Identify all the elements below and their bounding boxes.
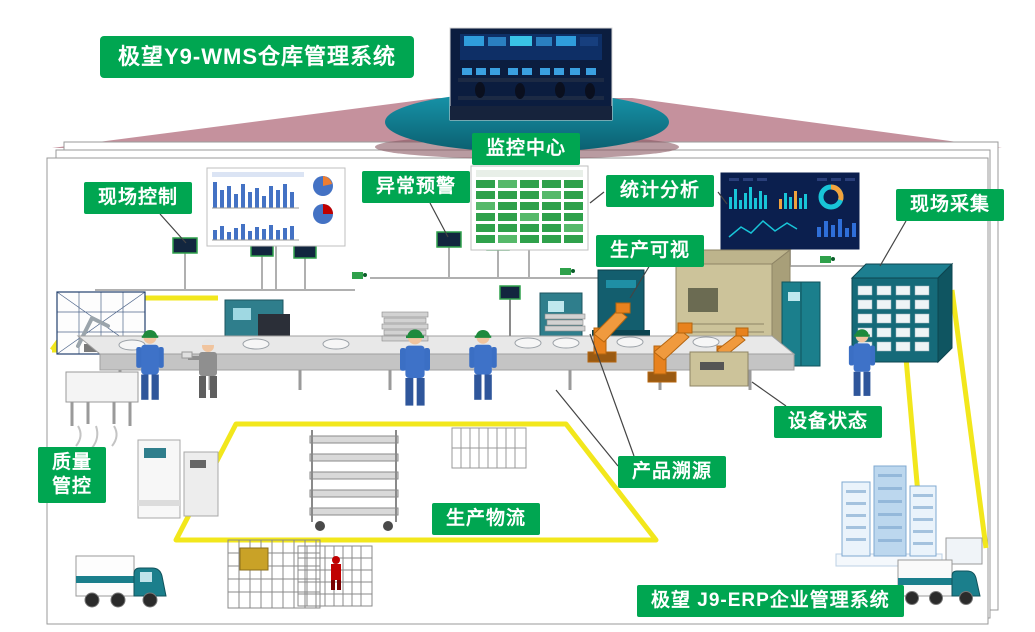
label-site-collection: 现场采集 bbox=[896, 189, 1005, 221]
label-production-logistics: 生产物流 bbox=[432, 503, 541, 535]
label-statistical-analysis: 统计分析 bbox=[606, 175, 715, 207]
conveyor-line bbox=[76, 335, 796, 390]
dashboard-bar-charts bbox=[206, 167, 346, 247]
label-monitor-center: 监控中心 bbox=[472, 133, 581, 165]
label-quality-control: 质量 管控 bbox=[38, 447, 107, 503]
line-monitor bbox=[499, 285, 521, 336]
truck-left bbox=[75, 555, 167, 608]
label-abnormal-warning: 异常预警 bbox=[362, 171, 471, 203]
sheet-stacks bbox=[381, 311, 586, 342]
label-product-trace: 产品溯源 bbox=[618, 456, 727, 488]
truck-right bbox=[897, 537, 983, 605]
wire-pallets bbox=[227, 539, 373, 609]
wire-cage-small bbox=[451, 427, 527, 469]
control-room-image bbox=[449, 27, 613, 121]
connector-lines bbox=[159, 191, 907, 467]
tray-cart bbox=[309, 430, 399, 531]
label-production-visual: 生产可视 bbox=[596, 235, 705, 267]
dashboard-analytics bbox=[720, 172, 860, 250]
supervisor bbox=[181, 339, 217, 398]
erp-system-badge: 极望 J9-ERP企业管理系统 bbox=[637, 585, 904, 617]
machine-front-box bbox=[689, 351, 749, 387]
quality-analyzers bbox=[137, 439, 219, 519]
dashboard-status-table bbox=[470, 165, 589, 251]
work-table bbox=[65, 371, 139, 449]
wms-system-badge: 极望Y9-WMS仓库管理系统 bbox=[100, 36, 415, 78]
rail-cameras bbox=[352, 256, 835, 279]
label-equipment-status: 设备状态 bbox=[774, 406, 883, 438]
label-site-control: 现场控制 bbox=[84, 182, 193, 214]
red-worker bbox=[331, 556, 341, 590]
